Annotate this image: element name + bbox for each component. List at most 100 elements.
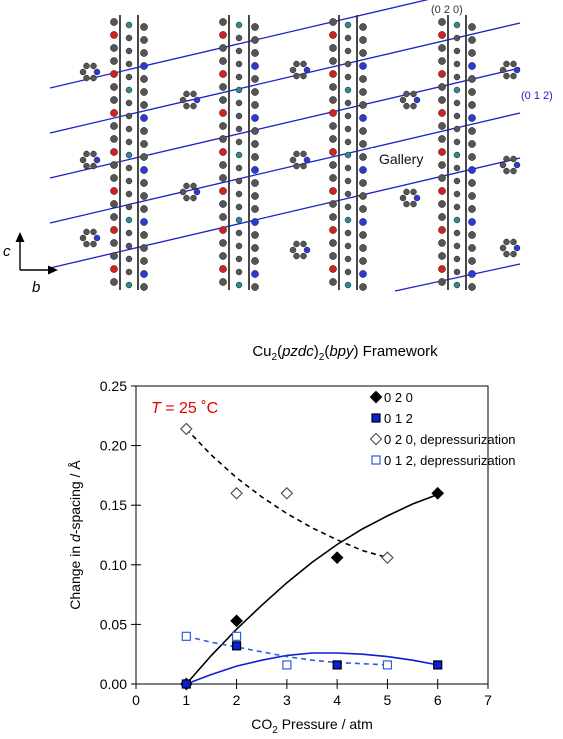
atom xyxy=(453,86,461,94)
atom xyxy=(190,194,197,202)
atom xyxy=(125,190,133,198)
atom xyxy=(503,250,510,258)
atom xyxy=(125,203,133,211)
atom xyxy=(251,166,259,174)
atom xyxy=(110,239,118,247)
y-tick-label: 0.00 xyxy=(100,676,127,692)
atom xyxy=(251,218,259,226)
atom xyxy=(403,188,410,196)
atom xyxy=(468,153,476,161)
data-point xyxy=(332,660,342,670)
atom xyxy=(140,192,148,200)
atom xyxy=(359,166,367,174)
lattice-plane-line xyxy=(394,263,521,292)
legend-marker xyxy=(369,432,383,446)
atom xyxy=(438,96,446,104)
atom xyxy=(251,114,259,122)
atom xyxy=(251,36,259,44)
atom xyxy=(251,101,259,109)
atom xyxy=(219,83,227,91)
atom xyxy=(403,200,410,208)
atom xyxy=(125,255,133,263)
atom xyxy=(359,75,367,83)
x-tick-label: 7 xyxy=(484,692,492,708)
atom xyxy=(359,62,367,70)
atom xyxy=(125,99,133,107)
atom xyxy=(140,283,148,291)
data-point xyxy=(433,660,443,670)
atom xyxy=(468,231,476,239)
atom xyxy=(468,62,476,70)
atom xyxy=(125,281,133,289)
atom xyxy=(438,265,446,273)
miller-020-label: (0 2 0) xyxy=(431,4,463,16)
atom xyxy=(329,226,337,234)
atom xyxy=(183,102,190,110)
data-markers xyxy=(179,422,445,691)
atom xyxy=(438,226,446,234)
atom xyxy=(235,255,243,263)
data-point xyxy=(181,631,191,641)
atom xyxy=(399,96,407,104)
atom xyxy=(413,96,421,104)
atom xyxy=(510,155,517,163)
atom xyxy=(140,75,148,83)
atom xyxy=(503,155,510,163)
atom xyxy=(83,228,90,236)
atom xyxy=(329,70,337,78)
atom xyxy=(329,239,337,247)
atom xyxy=(453,216,461,224)
axis-b-label: b xyxy=(32,279,40,296)
atom xyxy=(329,213,337,221)
atoms xyxy=(79,18,521,291)
atom xyxy=(438,57,446,65)
atom xyxy=(235,112,243,120)
atom xyxy=(453,242,461,250)
temperature-annotation: T = 25 ˚C xyxy=(151,400,218,417)
x-tick-label: 6 xyxy=(434,692,442,708)
atom xyxy=(329,96,337,104)
atom xyxy=(110,187,118,195)
atom xyxy=(235,60,243,68)
legend-entry: 0 1 2 xyxy=(384,411,413,426)
atom xyxy=(140,36,148,44)
atom xyxy=(140,179,148,187)
atom xyxy=(413,194,421,202)
atom xyxy=(219,122,227,130)
atom xyxy=(140,153,148,161)
atom xyxy=(499,244,507,252)
atom xyxy=(344,60,352,68)
atom xyxy=(359,127,367,135)
atom xyxy=(438,239,446,247)
gallery-label: Gallery xyxy=(379,151,423,167)
chart-title: Cu2(pzdc)2(bpy) Framework xyxy=(252,343,438,363)
atom xyxy=(140,127,148,135)
atom xyxy=(438,109,446,117)
atom xyxy=(110,213,118,221)
atom xyxy=(359,244,367,252)
legend-entry: 0 1 2, depressurization xyxy=(384,453,516,468)
atom xyxy=(235,99,243,107)
atom xyxy=(125,216,133,224)
atom xyxy=(190,102,197,110)
atom xyxy=(453,34,461,42)
fit-curve xyxy=(186,635,388,666)
atom xyxy=(453,229,461,237)
atom xyxy=(453,21,461,29)
atom xyxy=(344,99,352,107)
atom xyxy=(453,125,461,133)
atom xyxy=(329,44,337,52)
atom xyxy=(344,216,352,224)
atom xyxy=(183,182,190,190)
atom xyxy=(468,205,476,213)
atom xyxy=(140,140,148,148)
atom xyxy=(303,156,311,164)
atom xyxy=(499,66,507,74)
atom xyxy=(219,44,227,52)
atom xyxy=(344,21,352,29)
legend-entry: 0 2 0 xyxy=(384,390,413,405)
atom xyxy=(410,188,417,196)
atom xyxy=(438,83,446,91)
atom xyxy=(219,96,227,104)
atom xyxy=(235,34,243,42)
